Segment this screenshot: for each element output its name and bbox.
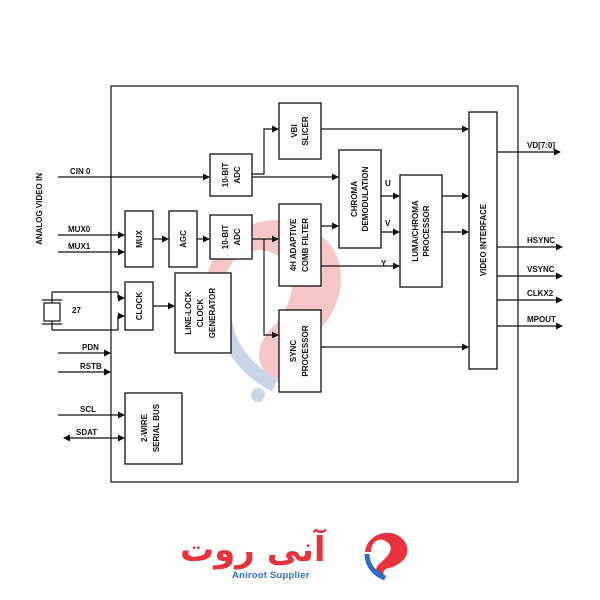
analog-video-in-label: ANALOG VIDEO IN [35, 173, 44, 245]
adc-top-block [209, 153, 253, 197]
agc-label: AGC [179, 230, 188, 248]
u-signal-label: U [385, 179, 391, 188]
hsync-label: HSYNC [527, 236, 555, 245]
scl-label: SCL [80, 405, 96, 414]
brand-logo-icon [364, 532, 408, 581]
pdn-label: PDN [82, 343, 99, 352]
adc-top-label-1: 10-BIT [221, 163, 230, 188]
adc-mid-label-2: ADC [233, 228, 242, 246]
mux-label: MUX [135, 229, 144, 247]
mux-block [124, 210, 154, 268]
vbi-slicer-label-2: SLICER [301, 116, 310, 146]
vbi-slicer-block [278, 102, 322, 160]
serial-bus-label-1: 2-WIRE [140, 413, 149, 442]
y-signal-label: Y [381, 259, 387, 268]
chroma-demod-block [338, 149, 382, 249]
vsync-label: VSYNC [527, 265, 555, 274]
adc-mid-label-1: 10-BIT [221, 225, 230, 250]
video-interface-label: VIDEO INTERFACE [479, 203, 488, 276]
serial-bus-label-2: SERIAL BUS [152, 403, 161, 452]
line-lock-label-1: LINE-LOCK [184, 291, 193, 335]
line-lock-label-3: GENERATOR [208, 288, 217, 339]
chroma-demod-label-2: DEMODULATION [361, 166, 370, 231]
comb-filter-label-2: COMB FILTER [301, 218, 310, 272]
mux1-label: MUX1 [68, 242, 91, 251]
clock-block [124, 281, 154, 331]
line-lock-block [174, 272, 232, 354]
cin0-label: CIN 0 [70, 167, 91, 176]
mux0-label: MUX0 [68, 225, 91, 234]
chip-outline [110, 85, 519, 483]
vbi-slicer-label-1: VBI [290, 124, 299, 137]
connections [42, 125, 563, 442]
adc-top-label-2: ADC [233, 166, 242, 184]
rstb-label: RSTB [80, 362, 102, 371]
mpout-label: MPOUT [527, 315, 556, 324]
adc-mid-block [209, 214, 253, 260]
video-interface-block [468, 111, 498, 370]
sync-processor-label-2: PROCESSOR [301, 325, 310, 376]
comb-filter-label-1: 4H ADAPTIVE [289, 218, 298, 271]
brand-name-en: Aniroot Supplier [232, 570, 310, 581]
comb-filter-block [278, 203, 322, 287]
line-lock-label-2: CLOCK [196, 299, 205, 328]
v-signal-label: V [385, 219, 391, 228]
serial-bus-block [124, 392, 183, 465]
sync-processor-label-1: SYNC [289, 340, 298, 362]
luma-chroma-block [399, 174, 443, 288]
luma-chroma-label-2: PROCESSOR [422, 205, 431, 256]
sdat-label: SDAT [76, 428, 97, 437]
clock-label: CLOCK [135, 292, 144, 321]
vd-label: VD[7:0] [527, 141, 555, 150]
sync-processor-block [278, 309, 322, 393]
clkx2-label: CLKX2 [527, 289, 554, 298]
luma-chroma-label-1: LUMA/CHROMA [411, 200, 420, 262]
crystal-label: 27 [72, 306, 81, 315]
brand-name-fa: آنی روت [180, 530, 326, 570]
chroma-demod-label-1: CHROMA [350, 181, 359, 217]
agc-block [168, 210, 198, 268]
